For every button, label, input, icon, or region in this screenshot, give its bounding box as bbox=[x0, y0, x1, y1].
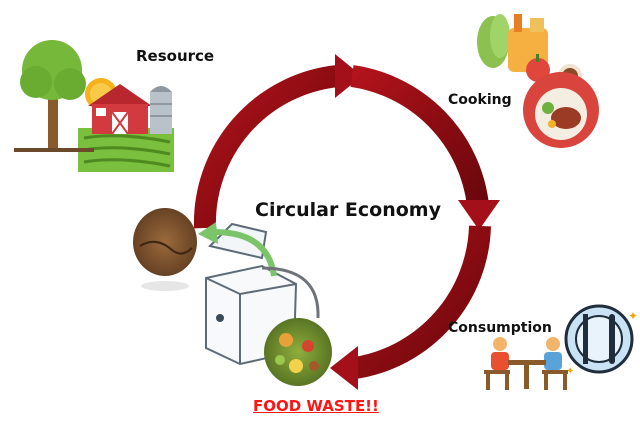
svg-text:✦: ✦ bbox=[566, 366, 574, 377]
silo-icon bbox=[150, 86, 172, 134]
diners-icon bbox=[484, 337, 568, 390]
tree-icon bbox=[14, 40, 94, 152]
compost-soil-icon bbox=[133, 208, 197, 291]
cycle-arrow-top bbox=[193, 54, 362, 229]
stage-label-food-waste: FOOD WASTE!! bbox=[253, 397, 379, 415]
return-arrow-grey bbox=[261, 266, 320, 319]
food-scraps-icon bbox=[264, 318, 332, 386]
stage-label-resource: Resource bbox=[136, 47, 215, 65]
vegetables-icon bbox=[477, 14, 550, 82]
plate-cutlery-icon: ✦ ✦ bbox=[564, 304, 638, 377]
resource-illustration bbox=[14, 40, 174, 172]
diagram-title: Circular Economy bbox=[255, 199, 441, 221]
cooking-illustration bbox=[477, 14, 599, 148]
stage-label-cooking: Cooking bbox=[448, 92, 512, 108]
stage-label-consumption: Consumption bbox=[448, 320, 552, 336]
consumption-illustration: ✦ ✦ bbox=[484, 304, 638, 390]
cycle-arrow-right bbox=[350, 65, 500, 230]
barn-icon bbox=[88, 84, 152, 135]
meal-plate-icon bbox=[523, 72, 599, 148]
cycle-arrow-bottom bbox=[330, 225, 491, 390]
svg-text:✦: ✦ bbox=[628, 309, 638, 323]
